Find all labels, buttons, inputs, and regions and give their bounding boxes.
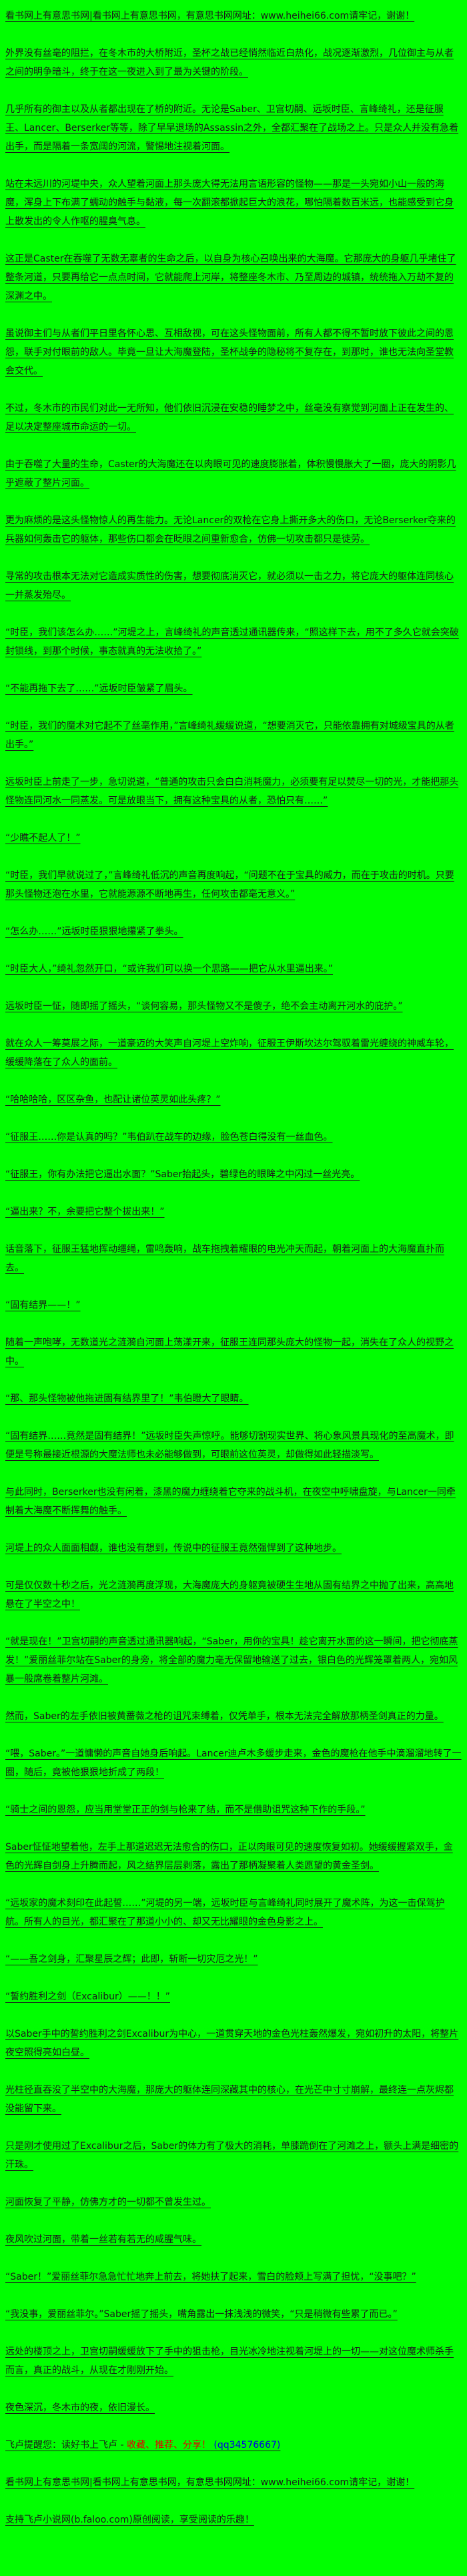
chapter-paragraph: 河堤上的众人面面相觑，谁也没有想到，传说中的征服王竟然强悍到了这种地步。 [5,1543,342,1554]
faloo-credit-line: 支持飞卢小说网(b.faloo.com)原创阅读，享受阅读的乐趣！ [5,2515,254,2525]
chapter-paragraph: 远处的楼顶之上，卫宫切嗣缓缓放下了手中的狙击枪，目光冰冷地注视着河堤上的一切——… [5,2346,454,2376]
chapter-paragraph: 站在未远川的河堤中央，众人望着河面上那头庞大得无法用言语形容的怪物——那是一头宛… [5,179,454,227]
chapter-paragraph: 远坂时臣一怔，随即摇了摇头，“谈何容易，那头怪物又不是傻子，绝不会主动离开河水的… [5,1001,403,1012]
chapter-paragraph: 这正是Caster在吞噬了无数无辜者的生命之后，以自身为核心召唤出来的大海魔。它… [5,254,456,302]
chapter-paragraph: “时臣大人，”绮礼忽然开口，“或许我们可以换一个思路——把它从水里逼出来。” [5,964,334,974]
chapter-body: 外界没有丝毫的阻拦，在冬木市的大桥附近，圣杯之战已经悄然临近白热化，战况逐渐激烈… [5,44,462,2417]
chapter-paragraph: 外界没有丝毫的阻拦，在冬木市的大桥附近，圣杯之战已经悄然临近白热化，战况逐渐激烈… [5,48,454,77]
chapter-paragraph: “Saber！”爱丽丝菲尔急急忙忙地奔上前去，将她扶了起来，雪白的脸颊上写满了担… [5,2272,416,2282]
chapter-paragraph: “时臣，我们的魔术对它起不了丝毫作用，”言峰绮礼缓缓说道，“想要消灭它，只能依靠… [5,721,454,750]
chapter-paragraph: “怎么办……”远坂时臣狠狠地攥紧了拳头。 [5,926,183,937]
chapter-paragraph: 河面恢复了平静，仿佛方才的一切都不曾发生过。 [5,2197,211,2208]
chapter-paragraph: “我没事，爱丽丝菲尔。”Saber摇了摇头，嘴角露出一抹浅浅的微笑，“只是稍微有… [5,2309,398,2320]
chapter-paragraph: “时臣，我们该怎么办……”河堤之上，言峰绮礼的声音透过通讯器传来，“照这样下去，… [5,627,459,657]
chapter-paragraph: 光柱径直吞没了半空中的大海魔，那庞大的躯体连同深藏其中的核心，在光芒中寸寸崩解，… [5,2085,454,2114]
site-ad-bottom-link[interactable]: 看书网上有意思书网|看书网上有意思书网，有意思书网网址：www.heihei66… [5,2477,415,2488]
site-ad-top-link[interactable]: 看书网上有意思书网|看书网上有意思书网，有意思书网网址：www.heihei66… [5,11,415,21]
chapter-paragraph: 以Saber手中的誓约胜利之剑Excalibur为中心，一道贯穿天地的金色光柱轰… [5,2029,459,2058]
chapter-paragraph: “少瞧不起人了！” [5,833,81,844]
reminder-code: (qq34576667) [213,2440,281,2451]
chapter-paragraph: “誓约胜利之剑（Excalibur）——！！” [5,1991,170,2002]
chapter-paragraph: 由于吞噬了大量的生命，Caster的大海魔还在以肉眼可见的速度膨胀着，体积慢慢胀… [5,459,456,489]
chapter-paragraph: 不过，冬木市的市民们对此一无所知，他们依旧沉浸在安稳的睡梦之中，丝毫没有察觉到河… [5,403,454,432]
chapter-paragraph: “征服王……你是认真的吗？”韦伯趴在战车的边缘，脸色苍白得没有一丝血色。 [5,1132,333,1143]
chapter-paragraph: 只是刚才使用过了Excalibur之后，Saber的体力有了极大的消耗，单膝跪倒… [5,2141,459,2170]
chapter-paragraph: 寻常的攻击根本无法对它造成实质性的伤害，想要彻底消灭它，就必须以一击之力，将它庞… [5,571,454,601]
chapter-paragraph: 可是仅仅数十秒之后，光之涟漪再度浮现，大海魔庞大的身躯竟被硬生生地从固有结界之中… [5,1580,454,1610]
reminder-text: 飞卢提醒您：读好书上飞卢 - [5,2440,127,2451]
chapter-paragraph: “逼出来？不，余要把它整个拔出来！” [5,1207,165,1217]
chapter-paragraph: 与此同时，Berserker也没有闲着，漆黑的魔力缠绕着它夺来的战斗机，在夜空中… [5,1487,456,1516]
chapter-paragraph: “时臣，我们早就说过了，”言峰绮礼低沉的声音再度响起，“问题不在于宝具的威力，而… [5,870,454,900]
chapter-paragraph: “不能再拖下去了……”远坂时臣皱紧了眉头。 [5,683,193,694]
chapter-paragraph: “就是现在！”卫宫切嗣的声音透过通讯器响起，“Saber，用你的宝具！趁它离开水… [5,1636,458,1684]
chapter-paragraph: “哈哈哈哈，区区杂鱼，也配让诸位英灵如此头疼？” [5,1094,221,1105]
chapter-paragraph: “——吾之剑身，汇聚星辰之辉；此即，斩断一切灾厄之光！” [5,1954,258,1965]
chapter-paragraph: “固有结界……竟然是固有结界！”远坂时臣失声惊呼。能够切割现实世界、将心象风景具… [5,1431,454,1460]
chapter-paragraph: “骑士之间的恩怨，应当用堂堂正正的剑与枪来了结，而不是借助诅咒这种下作的手段。” [5,1805,366,1815]
chapter-paragraph: “那、那头怪物被他拖进固有结界里了！”韦伯瞪大了眼睛。 [5,1393,249,1404]
reminder-highlight: 收藏、推荐、分享！ [126,2440,211,2451]
chapter-paragraph: 更为麻烦的是这头怪物惊人的再生能力。无论Lancer的双枪在它身上撕开多大的伤口… [5,515,456,545]
chapter-paragraph: 话音落下，征服王猛地挥动缰绳，雷鸣轰响，战车拖拽着耀眼的电光冲天而起，朝着河面上… [5,1244,444,1273]
chapter-paragraph: 随着一声咆哮，无数道光之涟漪自河面上荡漾开来，征服王连同那头庞大的怪物一起，消失… [5,1337,454,1367]
chapter-paragraph: 虽说御主们与从者们平日里各怀心思、互相敌视，可在这头怪物面前，所有人都不得不暂时… [5,328,454,376]
faloo-reminder: 飞卢提醒您：读好书上飞卢 - 收藏、推荐、分享！ (qq34576667) [5,2436,462,2455]
chapter-paragraph: 几乎所有的御主以及从者都出现在了桥的附近。无论是Saber、卫宫切嗣、远坂时臣、… [5,104,459,152]
chapter-paragraph: 就在众人一筹莫展之际，一道豪迈的大笑声自河堤上空炸响，征服王伊斯坎达尔驾驭着雷光… [5,1038,454,1068]
chapter-paragraph: 然而，Saber的左手依旧被黄蔷薇之枪的诅咒束缚着，仅凭单手，根本无法完全解放那… [5,1711,444,1722]
chapter-paragraph: Saber怔怔地望着他，左手上那道迟迟无法愈合的伤口，正以肉眼可见的速度恢复如初… [5,1842,453,1871]
chapter-paragraph: “远坂家的魔术刻印在此起誓……”河堤的另一端，远坂时臣与言峰绮礼同时展开了魔术阵… [5,1898,445,1927]
chapter-paragraph: 夜色深沉，冬木市的夜，依旧漫长。 [5,2402,155,2413]
chapter-paragraph: “征服王，你有办法把它逼出水面？”Saber抬起头，碧绿色的眼眸之中闪过一丝光亮… [5,1169,360,1180]
chapter-paragraph: 远坂时臣上前走了一步，急切说道，“普通的攻击只会白白消耗魔力，必须要有足以焚尽一… [5,777,459,806]
chapter-paragraph: 夜风吹过河面，带着一丝若有若无的咸腥气味。 [5,2234,201,2245]
chapter-paragraph: “喂，Saber。”一道慵懒的声音自她身后响起。Lancer迪卢木多缓步走来，金… [5,1748,462,1778]
chapter-paragraph: “固有结界——！” [5,1300,81,1311]
